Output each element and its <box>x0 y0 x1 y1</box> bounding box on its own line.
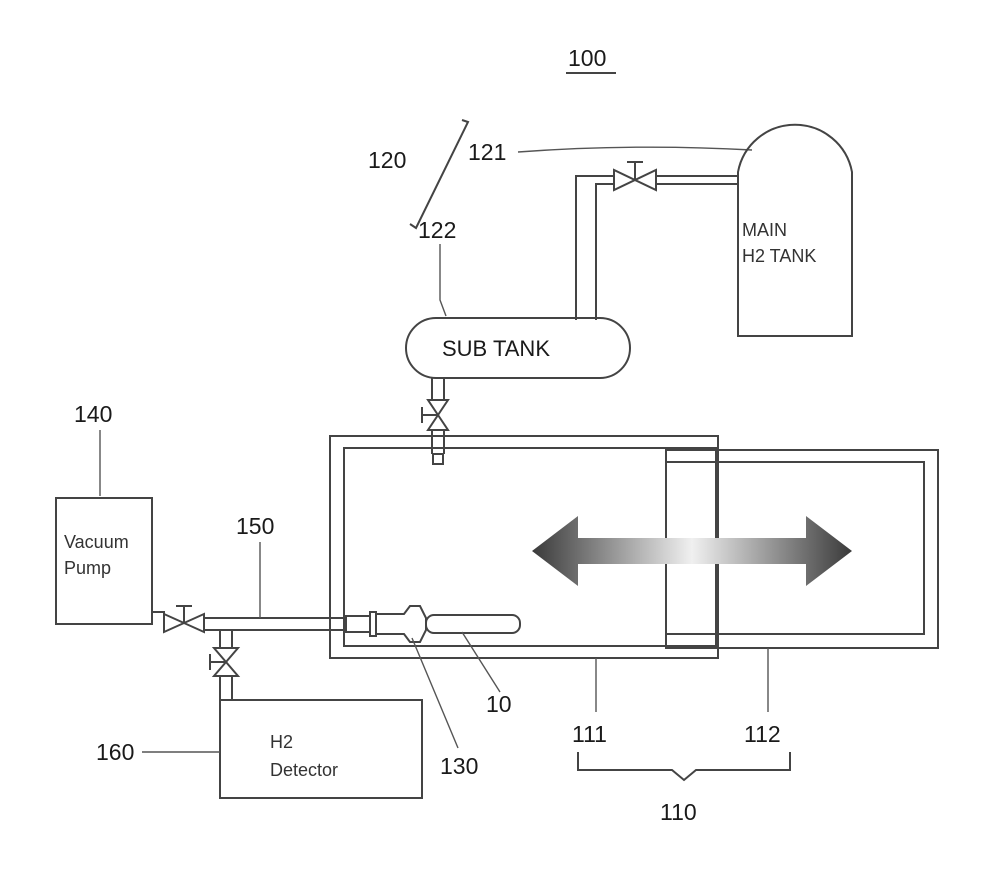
pipe-sub-to-valve <box>432 378 444 400</box>
leader-122 <box>440 244 446 316</box>
connector-130 <box>346 606 426 642</box>
label-10: 10 <box>486 691 512 717</box>
main-tank-label-2: H2 TANK <box>742 246 816 266</box>
label-112: 112 <box>744 721 781 747</box>
leader-121 <box>518 147 752 152</box>
valve-sub-tank <box>422 400 448 430</box>
pipe-valve-to-sub-b <box>596 184 614 320</box>
label-140: 140 <box>74 401 112 427</box>
valve-detector-line <box>210 648 238 676</box>
figure-ref-100: 100 <box>568 45 606 71</box>
valve-main-line <box>614 162 656 190</box>
label-121: 121 <box>468 139 506 165</box>
bracket-120 <box>410 120 468 228</box>
sub-tank-label: SUB TANK <box>442 336 550 361</box>
vacuum-pump-label-1: Vacuum <box>64 532 129 552</box>
leader-130 <box>412 638 458 748</box>
h2-detector <box>220 700 422 798</box>
main-tank-label-1: MAIN <box>742 220 787 240</box>
brace-110 <box>578 752 790 780</box>
test-object-10 <box>426 615 520 633</box>
label-160: 160 <box>96 739 134 765</box>
h2-detector-label-2: Detector <box>270 760 338 780</box>
chamber-port <box>433 454 443 464</box>
double-arrow-icon <box>532 516 852 586</box>
valve-vacuum-line <box>164 606 204 632</box>
label-122: 122 <box>418 217 456 243</box>
label-120: 120 <box>368 147 406 173</box>
label-130: 130 <box>440 753 478 779</box>
vacuum-pump-label-2: Pump <box>64 558 111 578</box>
pipe-pump-out <box>152 612 164 620</box>
label-111: 111 <box>572 721 607 747</box>
pipe-branch-down <box>220 630 232 648</box>
leader-10 <box>462 632 500 692</box>
label-150: 150 <box>236 513 274 539</box>
pipe-to-detector <box>220 676 232 798</box>
pipe-150 <box>204 618 346 630</box>
h2-detector-label-1: H2 <box>270 732 293 752</box>
label-110: 110 <box>660 799 697 825</box>
pipe-valve-to-chamber <box>432 430 444 454</box>
